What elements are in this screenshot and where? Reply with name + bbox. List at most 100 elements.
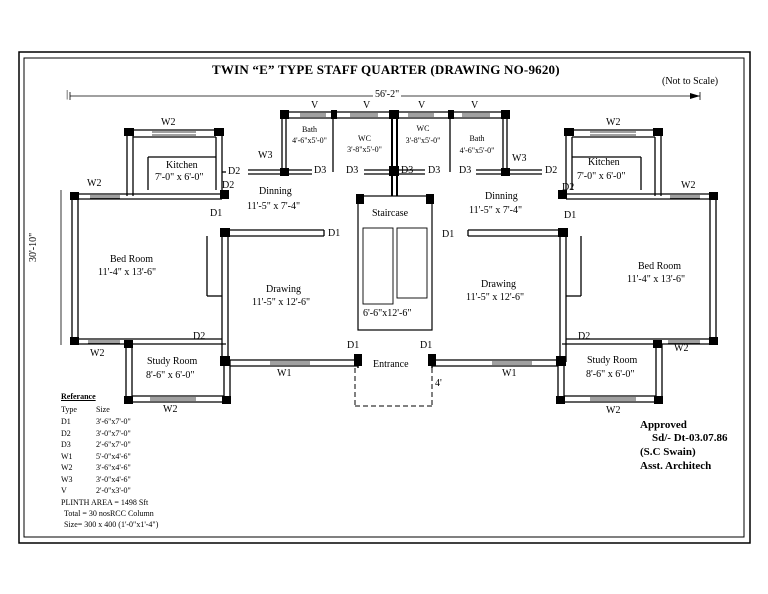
wc-left-size: 3'-8"x5'-0" bbox=[347, 145, 382, 154]
bath-left-name: Bath bbox=[301, 125, 318, 134]
wc-right-name: WC bbox=[416, 124, 430, 133]
reference-row-size: 3'-6"x4'-6" bbox=[96, 463, 131, 472]
reference-heading: Referance bbox=[61, 392, 96, 401]
window-w2-bedroom-left-bottom: W2 bbox=[90, 348, 105, 359]
right-unit-walls bbox=[397, 111, 717, 403]
columns-total: Total = 30 nosRCC Column bbox=[64, 509, 154, 518]
window-w2-bedroom-left-top: W2 bbox=[87, 178, 102, 189]
ventilator-label-2: V bbox=[363, 100, 371, 111]
window-w2-bedroom-right-top: W2 bbox=[681, 180, 696, 191]
door-d2-bedroom-right: D2 bbox=[578, 331, 591, 342]
door-d1-entrance-right: D1 bbox=[420, 340, 433, 351]
window-w2-study-left: W2 bbox=[163, 404, 178, 415]
window-w2-kitchen-left: W2 bbox=[161, 117, 176, 128]
staircase bbox=[357, 118, 433, 368]
study-left-size: 8'-6" x 6'-0" bbox=[146, 370, 195, 381]
kitchen-left-size: 7'-0" x 6'-0" bbox=[155, 172, 204, 183]
window-w2-study-right: W2 bbox=[606, 405, 621, 416]
sheet-outer-border bbox=[18, 51, 751, 544]
door-d1-dinning-left: D1 bbox=[210, 208, 223, 219]
door-d1-entrance-left: D1 bbox=[347, 340, 360, 351]
reference-row-size: 2'-0"x3'-0" bbox=[96, 486, 131, 495]
drawing-left-name: Drawing bbox=[266, 284, 301, 295]
staircase-size: 6'-6"x12'-6" bbox=[363, 308, 412, 319]
door-d3-right-c: D3 bbox=[459, 165, 472, 176]
reference-row-size: 2'-6"x7'-0" bbox=[96, 440, 131, 449]
drawing-right-name: Drawing bbox=[481, 279, 516, 290]
ventilator-label-4: V bbox=[471, 100, 479, 111]
door-d1-drawing-right: D1 bbox=[442, 229, 455, 240]
bedroom-right-name: Bed Room bbox=[638, 261, 682, 272]
window-w1-left: W1 bbox=[277, 368, 292, 379]
reference-row-size: 3'-6"x7'-0" bbox=[96, 417, 131, 426]
wc-right-size: 3'-8"x5'-0" bbox=[405, 136, 441, 145]
study-left-name: Study Room bbox=[147, 356, 198, 367]
drawing-title: TWIN “E” TYPE STAFF QUARTER (DRAWING NO-… bbox=[212, 62, 560, 77]
kitchen-right-size: 7'-0" x 6'-0" bbox=[577, 171, 626, 182]
reference-row-type: D1 bbox=[61, 417, 71, 426]
bath-right-name: Bath bbox=[469, 134, 485, 143]
reference-row-type: W1 bbox=[61, 452, 73, 461]
left-unit-walls bbox=[71, 111, 392, 403]
dinning-left-name: Dinning bbox=[259, 186, 292, 197]
wc-left-name: WC bbox=[358, 134, 371, 143]
door-d3-left-a: D3 bbox=[314, 165, 327, 176]
bedroom-left-name: Bed Room bbox=[110, 254, 154, 265]
door-d3-right-b: D3 bbox=[428, 165, 441, 176]
staircase-name: Staircase bbox=[372, 208, 409, 219]
dinning-right-name: Dinning bbox=[485, 191, 518, 202]
entrance-label: Entrance bbox=[373, 359, 409, 370]
door-d1-dinning-right: D1 bbox=[564, 210, 577, 221]
window-openings bbox=[88, 113, 700, 401]
door-d2-kitchen-right-b: D2 bbox=[562, 182, 575, 193]
window-w1-right: W1 bbox=[502, 368, 517, 379]
bath-right-size: 4'-6"x5'-0" bbox=[459, 146, 495, 155]
approval-signature-date: Sd/- Dt-03.07.86 bbox=[652, 432, 728, 444]
reference-row-type: W3 bbox=[61, 475, 73, 484]
entrance-step-dimension: 4' bbox=[435, 378, 442, 389]
kitchen-left-name: Kitchen bbox=[166, 160, 198, 171]
entrance-step bbox=[354, 368, 433, 407]
drawing-right-size: 11'-5" x 12'-6" bbox=[466, 292, 525, 303]
approval-status: Approved bbox=[640, 419, 687, 431]
reference-row-type: V bbox=[61, 486, 67, 495]
study-right-size: 8'-6" x 6'-0" bbox=[586, 369, 635, 380]
bedroom-left-size: 11'-4" x 13'-6" bbox=[98, 267, 157, 278]
reference-row-type: W2 bbox=[61, 463, 73, 472]
reference-row-size: 5'-0"x4'-6" bbox=[96, 452, 131, 461]
door-d1-drawing-left: D1 bbox=[328, 228, 341, 239]
door-d2-kitchen-left-b: D2 bbox=[222, 180, 235, 191]
kitchen-right-name: Kitchen bbox=[588, 157, 620, 168]
ventilator-label-3: V bbox=[418, 100, 426, 111]
approver-designation: Asst. Architech bbox=[640, 460, 712, 472]
approver-name: (S.C Swain) bbox=[640, 446, 696, 458]
door-d3-right-a: D3 bbox=[401, 165, 414, 176]
door-d3-left-b: D3 bbox=[346, 165, 359, 176]
window-w2-kitchen-right: W2 bbox=[606, 117, 621, 128]
door-d2-kitchen-right-a: D2 bbox=[545, 165, 558, 176]
rcc-columns bbox=[70, 110, 718, 404]
scale-note: (Not to Scale) bbox=[662, 76, 719, 87]
plinth-area: PLINTH AREA = 1498 Sft bbox=[61, 498, 149, 507]
reference-col-size: Size bbox=[96, 405, 110, 414]
left-datum-tick: | bbox=[66, 88, 69, 100]
sheet-inner-border bbox=[23, 57, 745, 538]
ventilator-label-1: V bbox=[311, 100, 319, 111]
reference-row-type: D3 bbox=[61, 440, 71, 449]
reference-col-type: Type bbox=[61, 405, 77, 414]
dinning-left-size: 11'-5" x 7'-4" bbox=[247, 201, 301, 212]
bedroom-right-size: 11'-4" x 13'-6" bbox=[627, 274, 686, 285]
door-d2-bedroom-left: D2 bbox=[193, 331, 206, 342]
column-size: Size= 300 x 400 (1'-0"x1'-4") bbox=[64, 520, 159, 529]
drawing-left-size: 11'-5" x 12'-6" bbox=[252, 297, 311, 308]
overall-depth-label: 30'-10" bbox=[28, 232, 39, 262]
dinning-right-size: 11'-5" x 7'-4" bbox=[469, 205, 523, 216]
window-w3-right: W3 bbox=[512, 153, 527, 164]
window-w3-left: W3 bbox=[258, 150, 273, 161]
study-right-name: Study Room bbox=[587, 355, 638, 366]
reference-row-size: 3'-0"x4'-6" bbox=[96, 475, 131, 484]
window-w2-bedroom-right-bottom: W2 bbox=[674, 343, 689, 354]
bath-left-size: 4'-6"x5'-0" bbox=[292, 136, 327, 145]
overall-width-label: 56'-2" bbox=[373, 89, 402, 100]
